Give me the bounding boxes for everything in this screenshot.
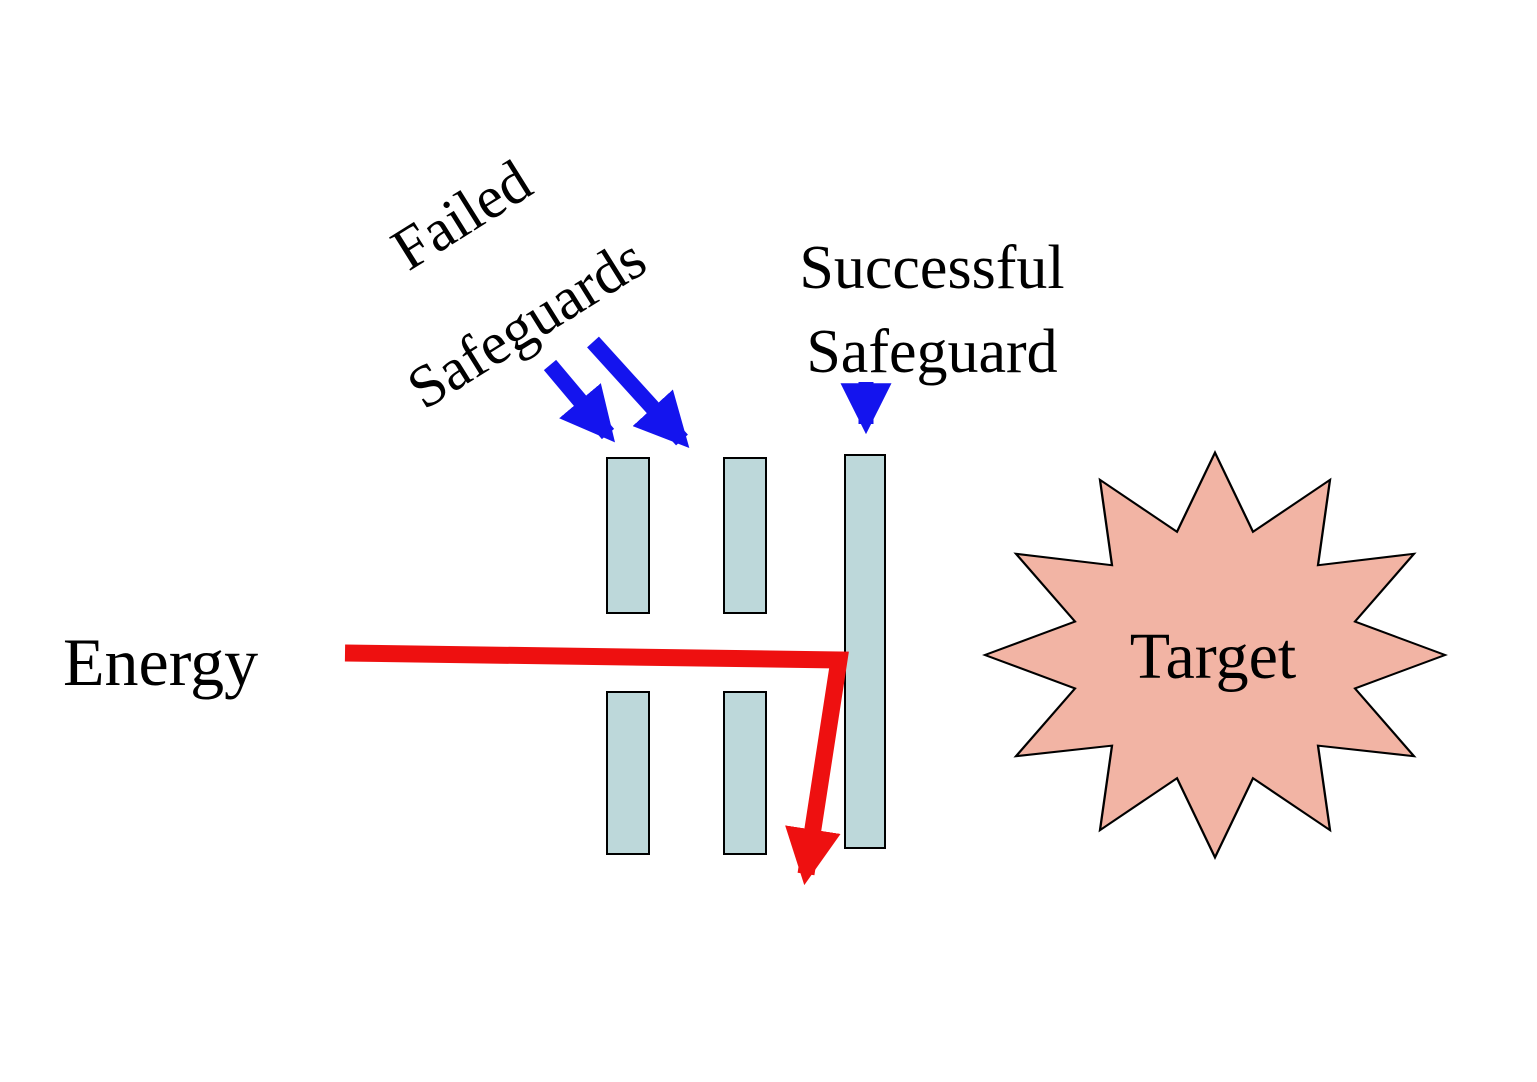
energy-flow-arrow [344, 644, 849, 886]
energy-label: Energy [63, 624, 258, 700]
target-label: Target [1130, 620, 1296, 693]
failed-barrier-2-upper [723, 457, 767, 614]
successful-safeguard-label-line2: Safeguard [806, 318, 1057, 386]
failed-barrier-1-upper [606, 457, 650, 614]
failed-safeguard-arrow-2 [587, 336, 690, 449]
failed-safeguard-arrow-1 [543, 359, 616, 443]
successful-safeguard-label-line1: Successful [799, 234, 1064, 302]
failed-barrier-1-lower [606, 691, 650, 855]
failed-barrier-2-lower [723, 691, 767, 855]
failed-safeguards-label-line1: Failed [380, 147, 542, 282]
failed-safeguards-label: Failed Safeguards [380, 147, 657, 421]
successful-safeguard-label: Successful Safeguard [799, 234, 1064, 386]
target-burst [982, 449, 1448, 861]
successful-barrier [844, 454, 886, 849]
